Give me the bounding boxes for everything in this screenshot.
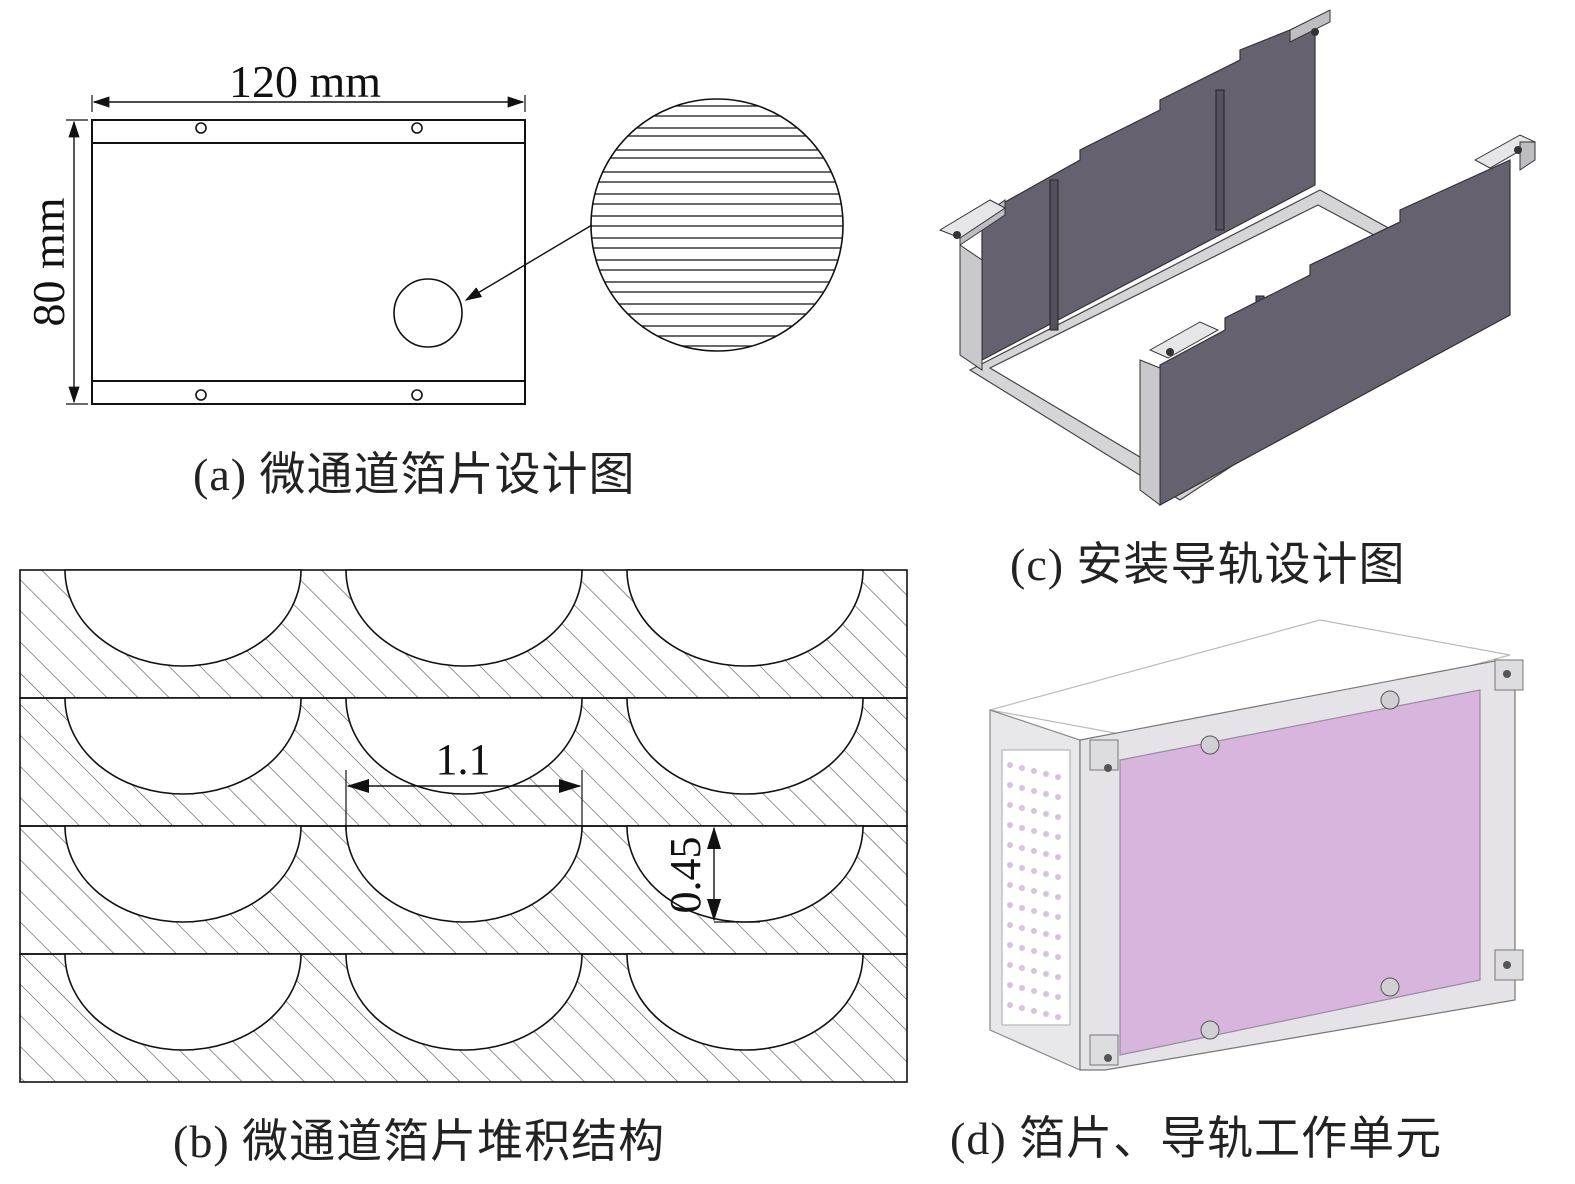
foil-layer: [19, 569, 908, 699]
width-label: 120 mm: [229, 56, 381, 107]
panel-d-working-unit: (d) 箔片、导轨工作单元: [920, 600, 1575, 1184]
channel-zoom-circle: [590, 98, 844, 352]
foil-layer: [19, 953, 908, 1083]
caption-a: (a) 微通道箔片设计图: [193, 449, 636, 500]
panel-b-stack-structure: 1.1 0.45 (b) 微通道箔片堆积结构: [0, 560, 920, 1167]
foil-layer: [19, 697, 908, 827]
caption-d: (d) 箔片、导轨工作单元: [950, 1113, 1443, 1164]
detail-leader-arrow: [464, 224, 593, 301]
channel-width-label: 1.1: [436, 735, 491, 784]
foil-design-drawing: 120 mm 80 mm: [23, 56, 844, 405]
rail-back-wall: [981, 19, 1316, 361]
foil-outline: [91, 119, 526, 405]
panel-c-rail-design: (c) 安装导轨设计图: [920, 0, 1575, 600]
channel-depth-label: 0.45: [661, 837, 710, 914]
foil-face: [1119, 689, 1481, 1056]
rail-front-wall: [1159, 159, 1511, 507]
foil-layer: [19, 825, 908, 955]
channel-openings: [1007, 762, 1061, 1020]
working-unit-3d-model: [989, 619, 1524, 1071]
panel-a-foil-design: 120 mm 80 mm (a) 微通道箔片设计图: [0, 0, 880, 500]
rail-3d-model: [938, 9, 1537, 507]
detail-circle: [393, 278, 463, 348]
bolts: [1200, 690, 1400, 1040]
height-label: 80 mm: [23, 197, 74, 326]
caption-c: (c) 安装导轨设计图: [1010, 539, 1406, 590]
stack-cross-section: 1.1 0.45: [19, 569, 908, 1083]
caption-b: (b) 微通道箔片堆积结构: [173, 1116, 666, 1167]
